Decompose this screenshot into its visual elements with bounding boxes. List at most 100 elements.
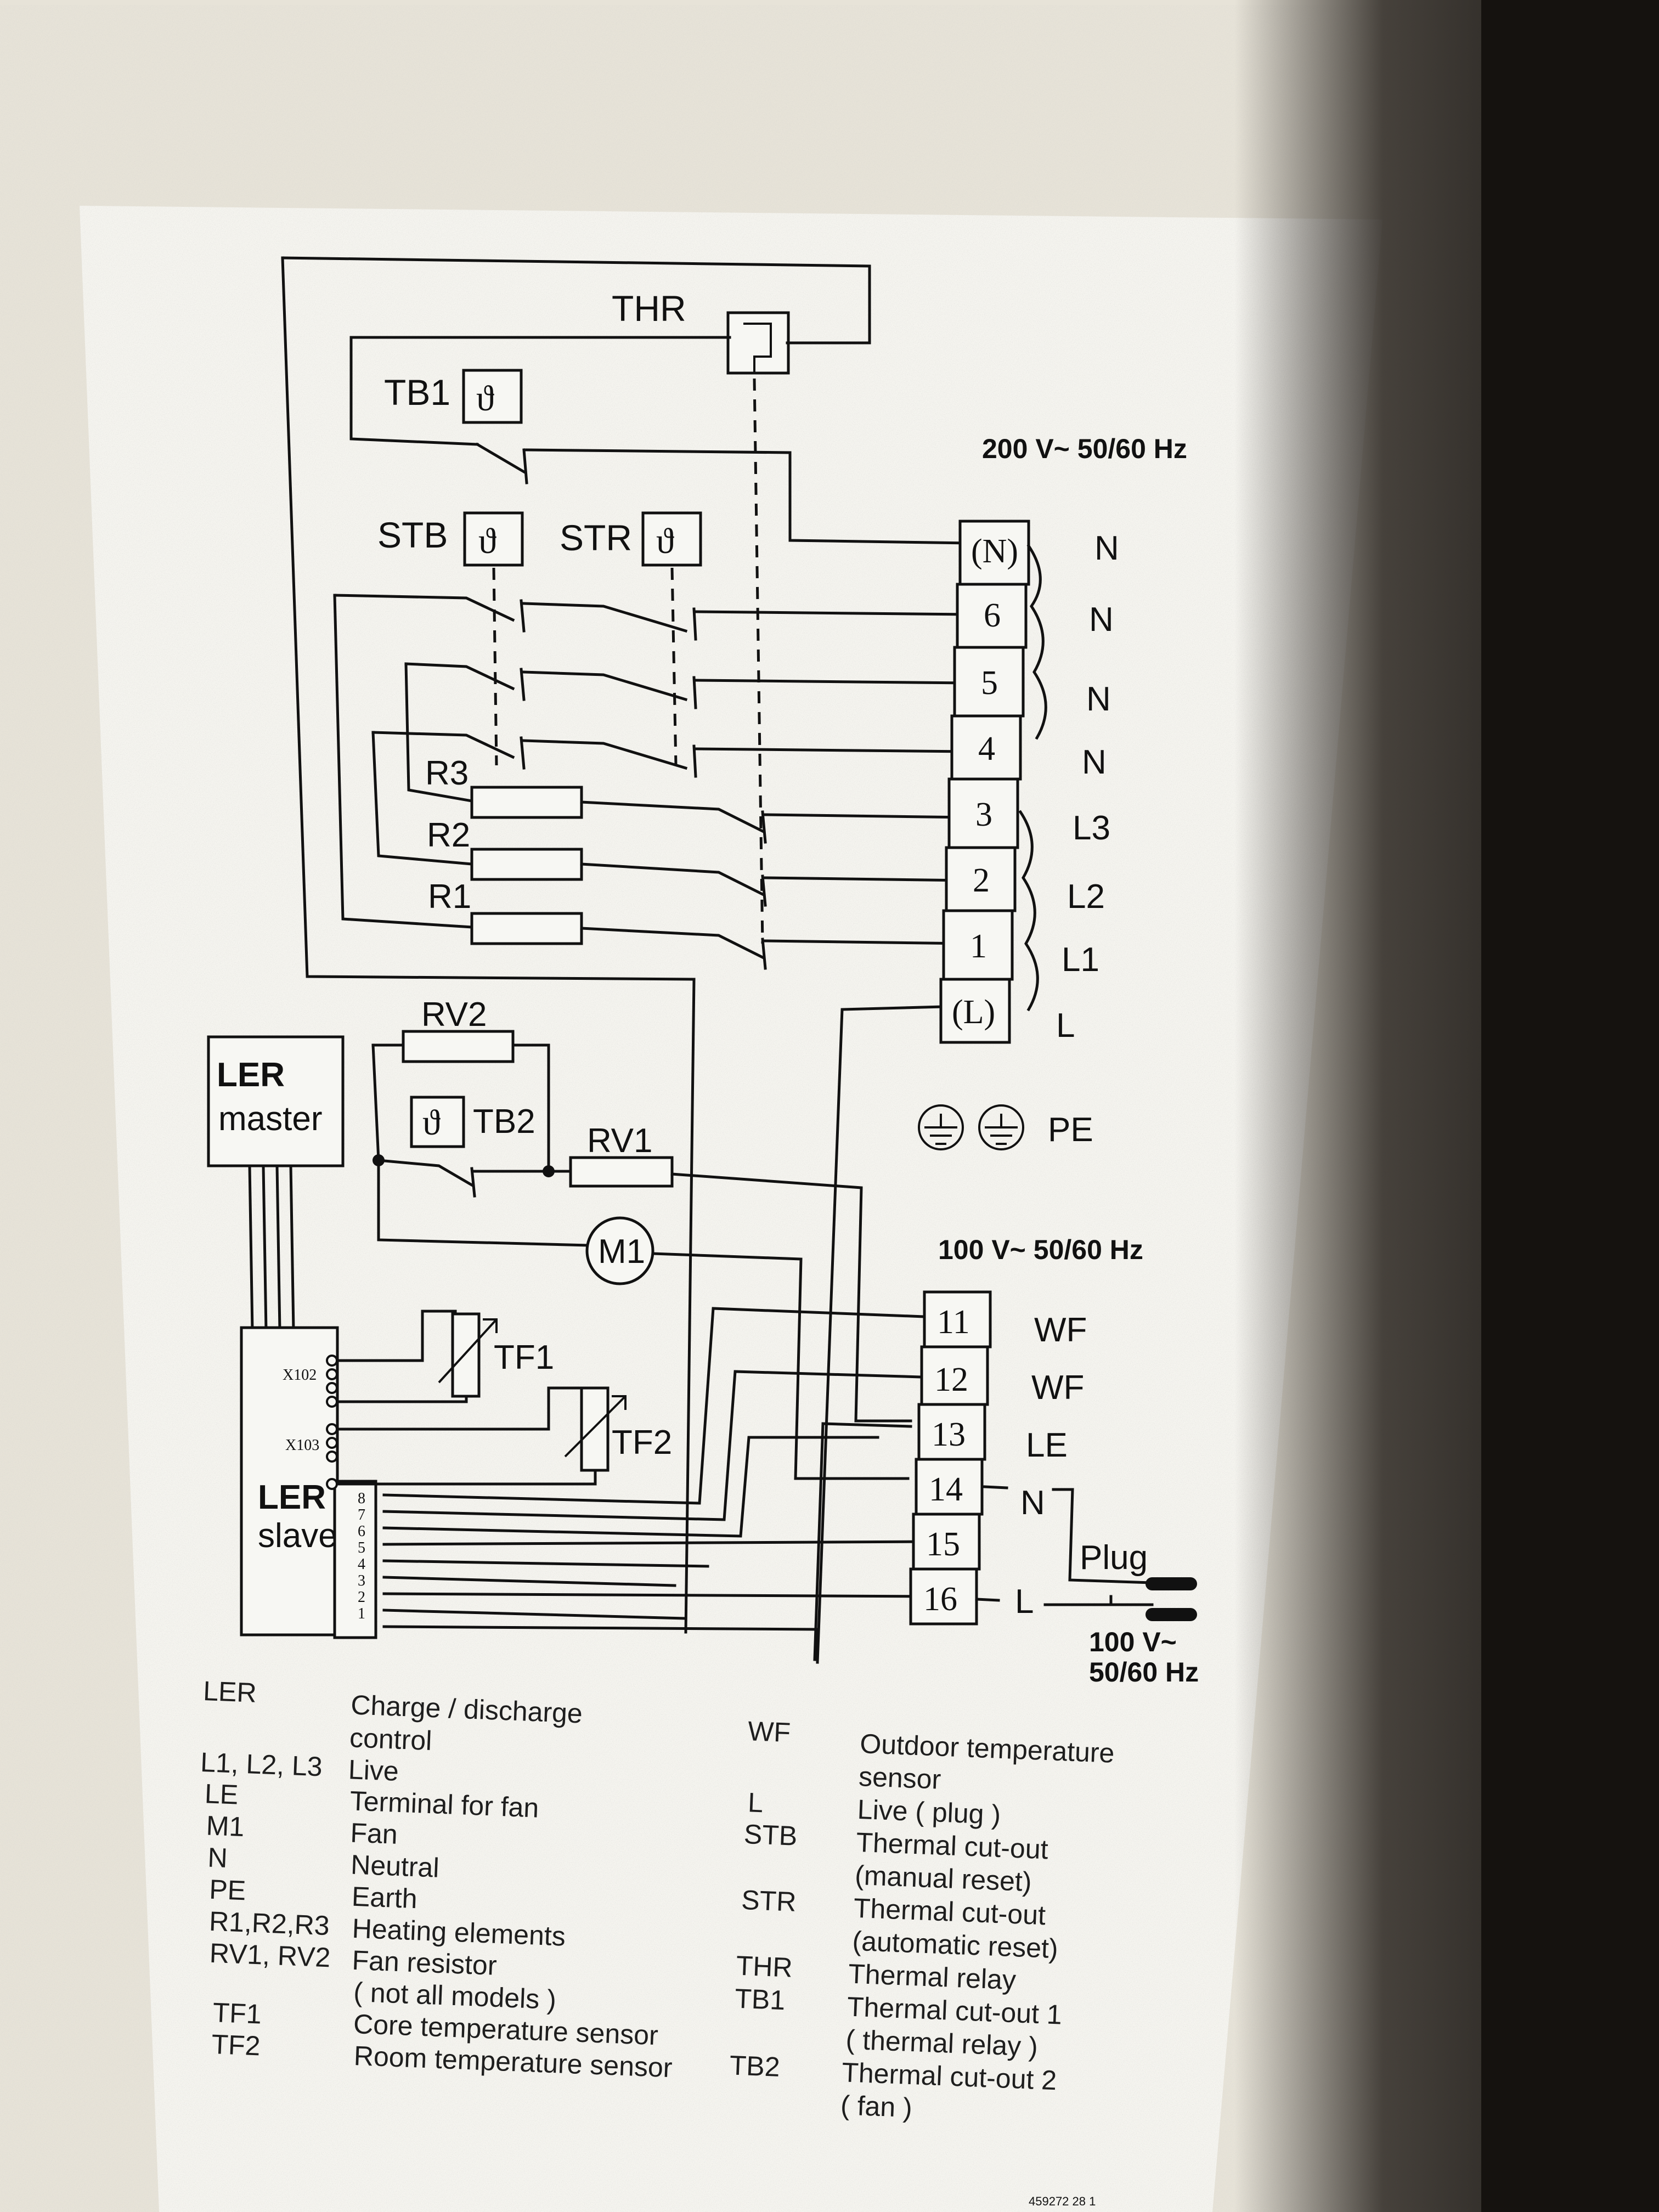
m1-fan-motor [585,1216,654,1285]
legend-code-pe: PE [208,1874,246,1906]
diagram-labels: THR TB1 ϑ STB ϑ STR ϑ R3 R2 R1 RV2 ϑ TB2… [217,288,1199,1688]
legend-code-le: LE [204,1778,239,1810]
tb1-term-3: 3 [975,796,992,833]
supply-100v-label: 100 V~ 50/60 Hz [938,1234,1143,1265]
legend-code-r: R1,R2,R3 [208,1906,330,1941]
tb1-side-l3: L3 [1073,809,1110,847]
tb1-term-5: 5 [981,664,998,702]
terminal-block-1 [939,520,1030,1044]
tb1-side-n-4: N [1082,743,1107,781]
str-label: STR [560,517,632,558]
stb-label: STB [377,515,448,555]
tb2-side-n: N [1020,1484,1045,1522]
r1-heating-element [470,912,583,945]
legend-desc-l: Live ( plug ) [857,1794,1001,1830]
legend-code-m1: M1 [206,1810,245,1842]
shadow-core [1481,0,1659,2212]
pin-5: 5 [358,1539,365,1556]
legend-desc-ler-2: control [349,1722,432,1756]
str-thermostat-symbol [641,511,702,567]
legend-code-thr: THR [736,1950,793,1983]
legend-code-wf: WF [747,1716,791,1748]
ler-master-title: LER [217,1056,285,1094]
slave-pin-numbers: 8 7 6 5 4 3 2 1 [358,1490,365,1622]
pin-1: 1 [358,1605,365,1622]
legend-desc-pe: Earth [351,1881,418,1915]
tb2-term-11: 11 [937,1304,970,1341]
ler-slave-title: LER [258,1479,326,1516]
terminal-block-2 [909,1290,992,1626]
legend-code-ler: LER [202,1675,257,1708]
supply-plug-frequency: 50/60 Hz [1089,1657,1199,1688]
thr-label: THR [612,288,686,329]
x102-label: X102 [283,1367,317,1384]
plug-label: Plug [1080,1539,1148,1577]
circuit-wiring [207,256,1197,1664]
tb1-thermostat-icon: ϑ [476,379,494,419]
tb2-term-14: 14 [929,1471,963,1508]
r2-label: R2 [427,816,470,854]
tf1-label: TF1 [494,1339,554,1376]
r1-label: R1 [428,878,471,916]
supply-200v-label: 200 V~ 50/60 Hz [982,433,1187,464]
tb1-side-l1: L1 [1062,941,1099,979]
pin-3: 3 [358,1572,365,1589]
r3-heating-element [470,786,583,819]
legend-code-str: STR [741,1884,797,1917]
tb1-side-n-1: N [1094,529,1119,567]
tb1-term-4: 4 [978,730,995,768]
legend-desc-live: Live [348,1754,399,1786]
legend-code-tb1: TB1 [734,1983,786,2016]
tb2-term-13: 13 [932,1416,966,1453]
legend-code-l: L [747,1787,764,1818]
pin-2: 2 [358,1589,365,1606]
tb1-side-n-3: N [1086,680,1111,718]
legend-desc-str-1: Thermal cut-out [853,1893,1046,1931]
legend-code-tf2: TF2 [211,2029,261,2061]
legend-code-rv: RV1, RV2 [209,1938,331,1973]
tb1-term-6: 6 [984,597,1001,634]
pin-7: 7 [358,1506,365,1523]
tb2-term-16: 16 [923,1581,957,1618]
pin-4: 4 [358,1556,365,1573]
tb2-side-wf-2: WF [1031,1369,1084,1407]
tb2-term-15: 15 [926,1526,960,1563]
pin-6: 6 [358,1523,365,1540]
ler-slave-subtitle: slave [258,1517,337,1555]
r3-label: R3 [425,754,469,792]
tb2-side-le: LE [1026,1426,1068,1464]
legend-desc-wf-2: sensor [858,1761,941,1795]
stb-thermostat-symbol [463,511,524,567]
legend-desc-stb-2: (manual reset) [854,1860,1032,1897]
supply-plug-voltage: 100 V~ [1089,1627,1177,1657]
tb1-term-1: 1 [970,928,987,965]
legend-desc-rv-1: Fan resistor [352,1945,498,1981]
tb1-term-2: 2 [973,862,990,899]
tb1-side-l2: L2 [1067,878,1105,916]
tb2-thermostat-icon: ϑ [422,1103,441,1143]
part-number: 459272 28 1 [1029,2194,1096,2208]
thr-relay-symbol [726,311,790,375]
legend-desc-tb2-2: ( fan ) [840,2090,913,2123]
rv2-fan-resistor [402,1030,515,1063]
legend-code-stb: STB [743,1819,798,1852]
x103-label: X103 [285,1437,319,1454]
tb2-label: TB2 [473,1103,535,1141]
pin-8: 8 [358,1490,365,1507]
legend-right-column: WF Outdoor temperature sensor L Live ( p… [729,1716,1115,2123]
ler-slave-connector [333,1480,377,1639]
rv1-label: RV1 [587,1122,653,1160]
ler-master-subtitle: master [218,1100,322,1138]
tb1-side-l: L [1056,1007,1075,1045]
legend-code-n: N [207,1842,228,1874]
stb-thermostat-icon: ϑ [478,521,496,561]
wiring-label-sheet [80,206,1383,2212]
tb2-thermostat-symbol [410,1096,465,1148]
tf1-sensor [451,1312,481,1398]
tb1-label: TB1 [384,372,450,413]
legend-code-live: L1, L2, L3 [200,1747,323,1782]
tb1-thermostat-symbol [462,369,523,424]
tf2-sensor [580,1386,610,1472]
legend-desc-le: Terminal for fan [349,1785,539,1823]
